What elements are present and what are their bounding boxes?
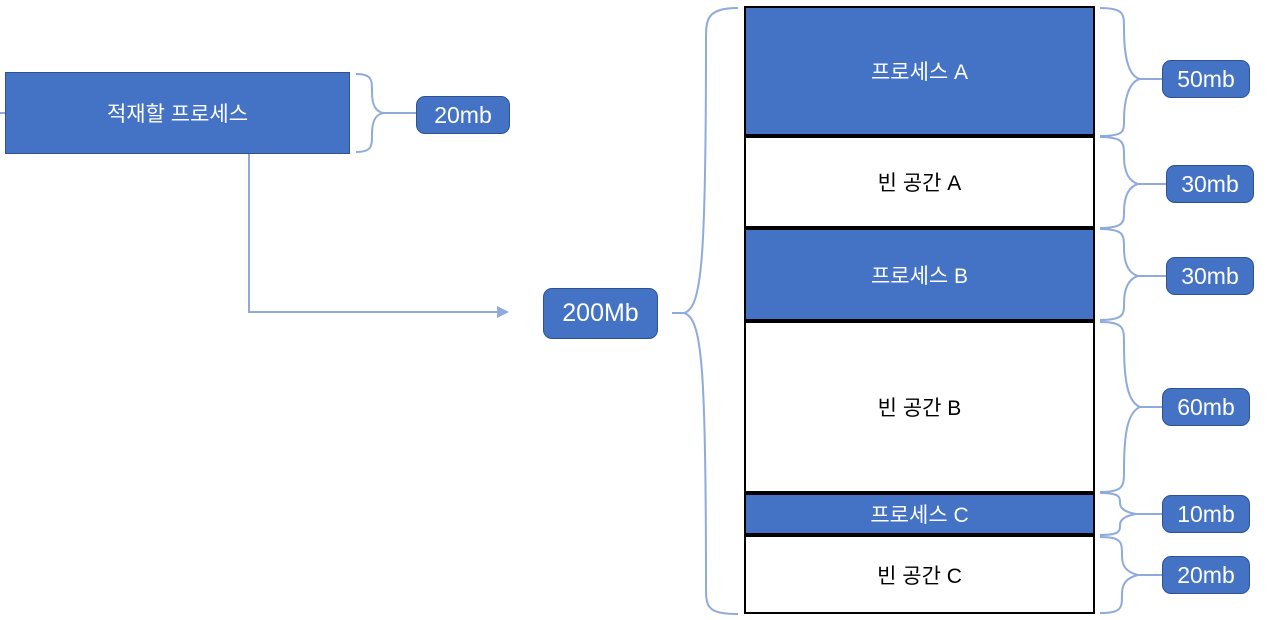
size-label-process-b[interactable]: 30mb	[1166, 257, 1254, 295]
size-label-process-to-load[interactable]: 20mb	[416, 96, 510, 134]
memory-block-free-c[interactable]: 빈 공간 C	[744, 535, 1095, 614]
memory-block-process-b[interactable]: 프로세스 B	[744, 228, 1095, 321]
memory-block-free-b[interactable]: 빈 공간 B	[744, 321, 1095, 493]
size-label-free-c[interactable]: 20mb	[1162, 556, 1250, 594]
brace-memory-total	[680, 7, 739, 615]
brace-20mb	[355, 73, 385, 153]
size-label-free-b[interactable]: 60mb	[1162, 388, 1250, 426]
total-memory-label[interactable]: 200Mb	[543, 288, 658, 339]
brace-50mb	[1099, 7, 1141, 137]
memory-block-process-c[interactable]: 프로세스 C	[744, 493, 1095, 535]
brace-30mb-free-a	[1099, 136, 1142, 229]
memory-block-free-a[interactable]: 빈 공간 A	[744, 136, 1095, 228]
brace-20mb-free-c	[1099, 536, 1139, 614]
brace-10mb	[1099, 492, 1137, 536]
size-label-free-a[interactable]: 30mb	[1166, 165, 1254, 203]
memory-block-process-a[interactable]: 프로세스 A	[744, 6, 1095, 136]
brace-30mb-proc-b	[1099, 228, 1142, 321]
size-label-process-c[interactable]: 10mb	[1162, 495, 1250, 533]
process-to-load-box[interactable]: 적재할 프로세스	[5, 72, 350, 154]
size-label-process-a[interactable]: 50mb	[1162, 60, 1250, 98]
flow-arrowhead	[497, 306, 509, 318]
flow-connector-line	[248, 154, 497, 313]
brace-60mb	[1099, 321, 1143, 493]
memory-layout-column: 프로세스 A 빈 공간 A 프로세스 B 빈 공간 B 프로세스 C 빈 공간 …	[744, 6, 1095, 614]
